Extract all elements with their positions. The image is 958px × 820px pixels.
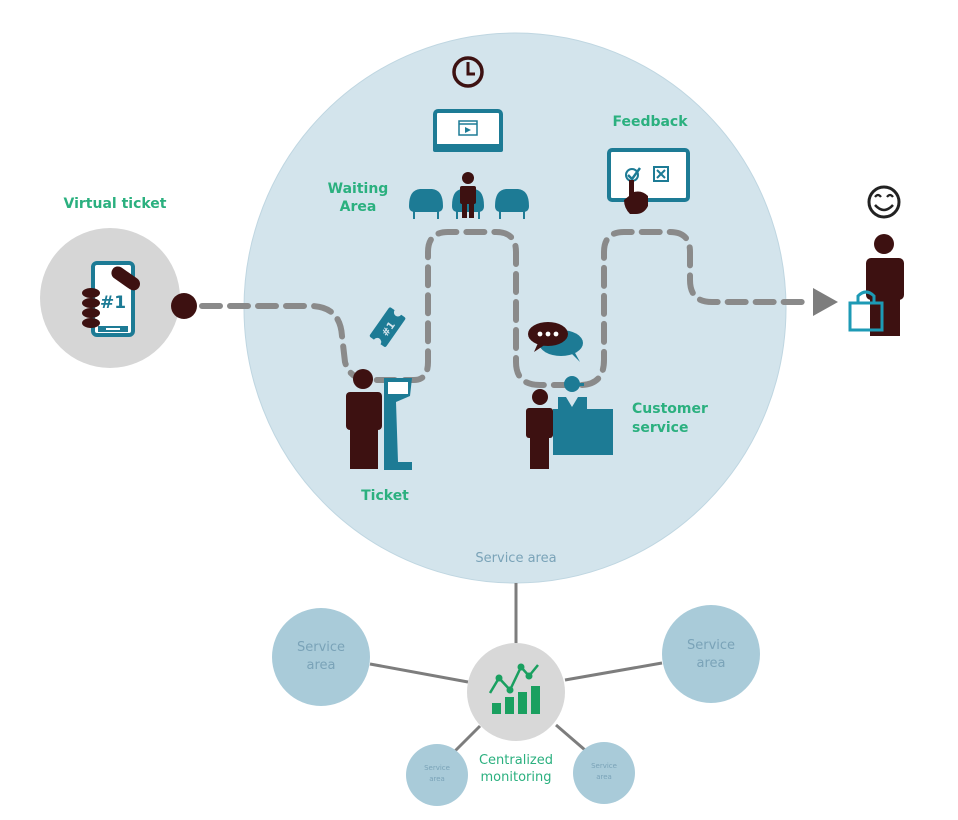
- service-area-node-right: [662, 605, 760, 703]
- service-area-node-bottom-left: [406, 744, 468, 806]
- journey-start-dot: [171, 293, 197, 319]
- agent-desk-icon: [553, 376, 613, 455]
- monitoring-chart-icon: [488, 663, 540, 714]
- service-area-left-line2: area: [306, 658, 336, 673]
- waiting-area-label-line2: Area: [339, 199, 377, 215]
- cross-icon: [653, 166, 669, 182]
- clock-icon: [452, 56, 484, 88]
- connector-bottom-right: [555, 723, 586, 752]
- service-area-bottom-right-line2: area: [596, 773, 612, 781]
- waiting-person-icon: [460, 172, 476, 218]
- service-area-bottom-left-line2: area: [429, 775, 445, 783]
- kiosk-icon: [384, 378, 412, 470]
- feedback-screen-icon: [607, 148, 690, 202]
- service-area-bottom-left-line1: Service: [424, 764, 450, 772]
- service-area-node-left: [272, 608, 370, 706]
- chat-bubbles-icon: [528, 322, 583, 362]
- ticket-label: Ticket: [361, 488, 409, 504]
- pointing-hand-icon: [624, 180, 648, 214]
- service-area-right-line1: Service: [686, 638, 736, 653]
- customer-service-label-line1: Customer: [632, 401, 708, 417]
- centralized-monitoring-label-line2: monitoring: [480, 770, 552, 785]
- journey-arrow-head: [813, 288, 838, 316]
- connector-bottom-left: [453, 724, 482, 753]
- phone-ticket-number: #1: [100, 293, 126, 313]
- paper-ticket-icon: [369, 307, 406, 347]
- phone-hand-icon: [82, 261, 140, 337]
- service-area-right-line2: area: [696, 656, 726, 671]
- customer-with-bag-icon: [848, 234, 904, 336]
- connector-left: [369, 662, 469, 684]
- video-screen-icon: [433, 109, 503, 152]
- service-area-left-line1: Service: [296, 640, 346, 655]
- network-connectors: [369, 583, 663, 753]
- service-area-bottom-right-line1: Service: [591, 762, 617, 770]
- customer-at-desk-icon: [526, 389, 553, 469]
- monitoring-node: [467, 643, 565, 741]
- customer-service-label-line2: service: [632, 420, 689, 436]
- service-area-node-bottom-right: [573, 742, 635, 804]
- centralized-monitoring-label-line1: Centralized: [478, 753, 554, 768]
- smiley-icon: [867, 185, 901, 219]
- virtual-ticket-label: Virtual ticket: [63, 196, 167, 212]
- main-service-area-label: Service area: [475, 551, 557, 566]
- connector-right: [564, 661, 663, 682]
- check-icon: [627, 167, 642, 181]
- feedback-label: Feedback: [612, 114, 688, 130]
- person-at-kiosk-icon: [346, 369, 382, 469]
- waiting-area-label-line1: Waiting: [327, 181, 389, 197]
